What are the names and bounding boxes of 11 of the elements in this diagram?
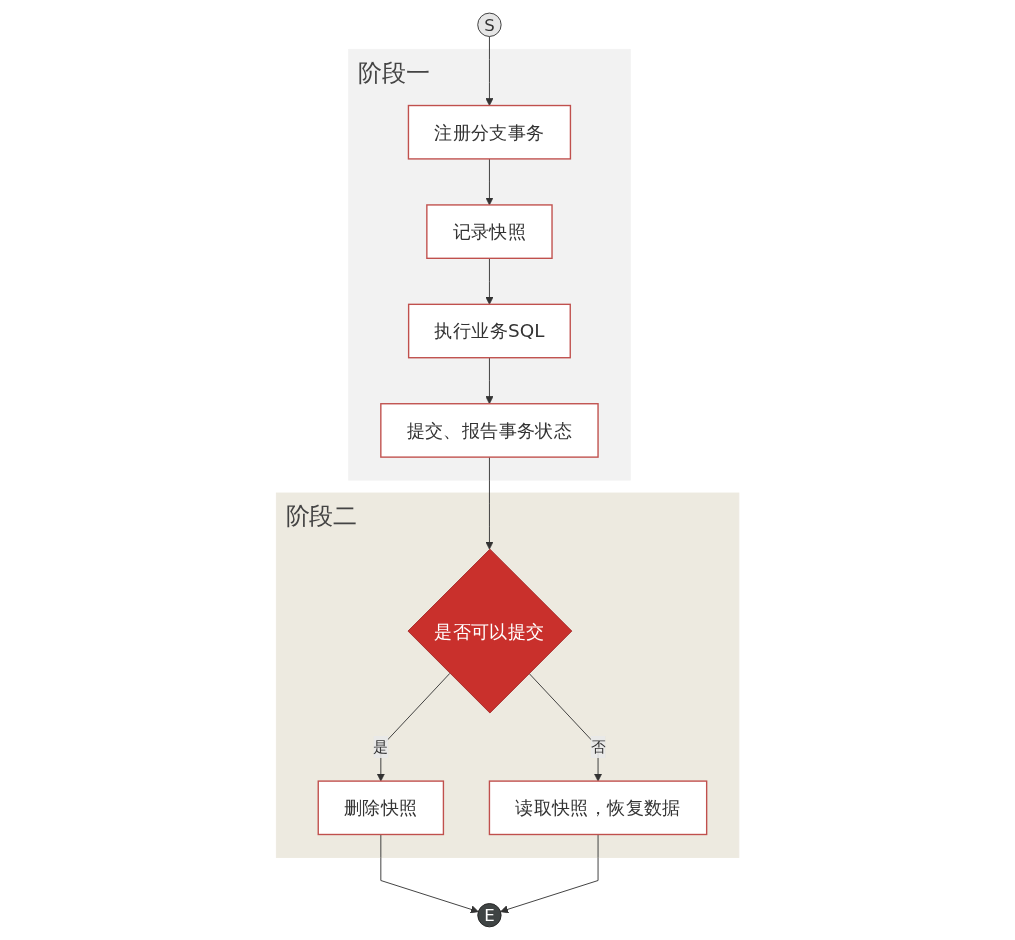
node-box: 删除快照 — [317, 780, 444, 836]
node-circle: S — [477, 12, 502, 37]
node-box: 执行业务SQL — [407, 303, 571, 359]
node-box: 提交、报告事务状态 — [380, 403, 599, 458]
edge-label: 是 — [373, 737, 389, 756]
edge-label: 否 — [590, 737, 606, 756]
node-diamond: 是否可以提交 — [407, 548, 573, 714]
node-box: 读取快照，恢复数据 — [488, 780, 708, 836]
node-box: 注册分支事务 — [407, 104, 571, 160]
node-box: 记录快照 — [426, 204, 553, 259]
node-circle: E — [477, 903, 502, 928]
